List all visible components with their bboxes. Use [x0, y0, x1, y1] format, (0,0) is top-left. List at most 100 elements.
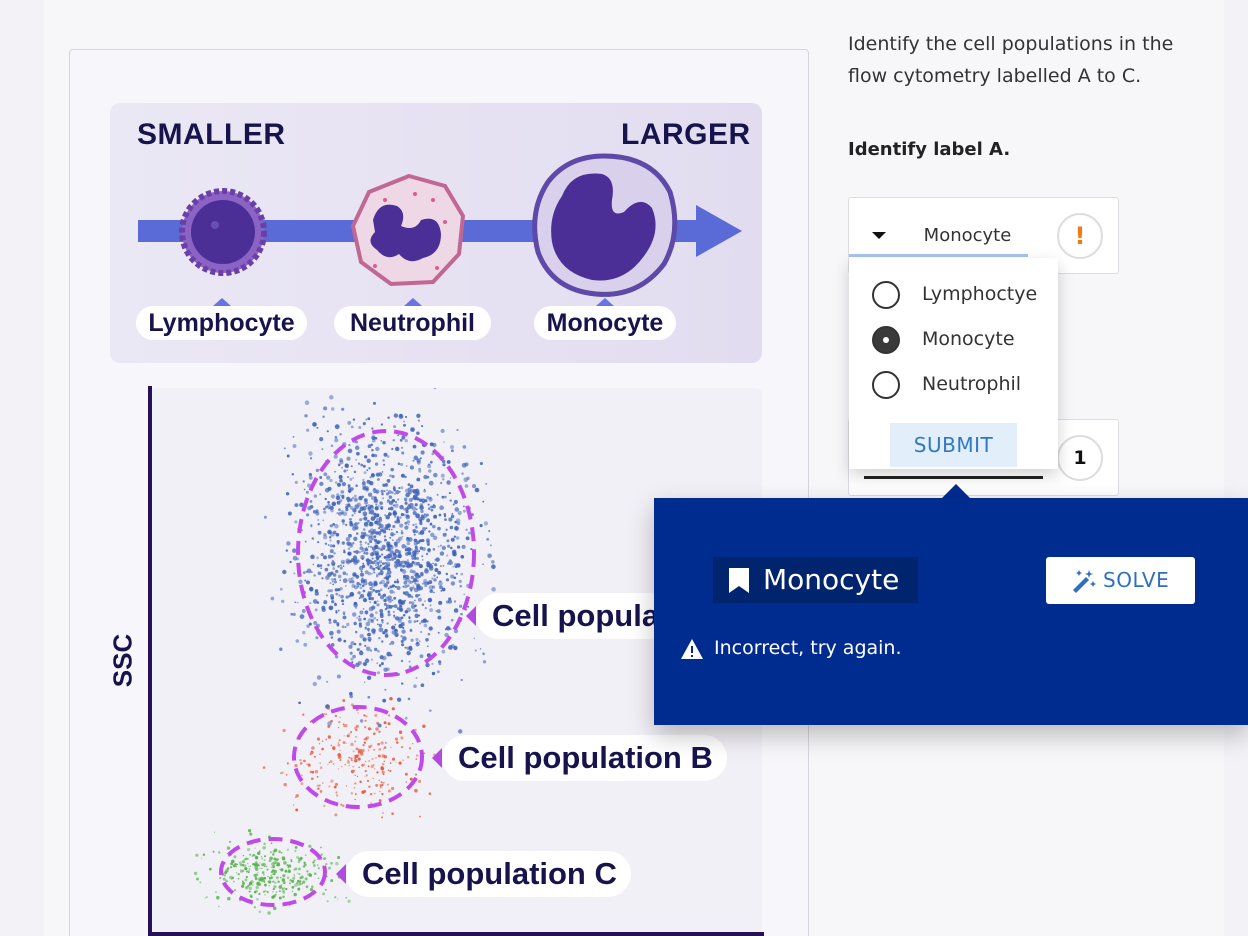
scatter-point [345, 742, 347, 744]
scatter-point [367, 765, 370, 768]
radio-button-selected[interactable] [872, 326, 900, 354]
scatter-point [454, 526, 459, 531]
scatter-point [365, 715, 368, 718]
scatter-point [440, 544, 442, 547]
scatter-point [280, 884, 283, 886]
scatter-point [230, 878, 233, 881]
scatter-point [291, 879, 295, 883]
scatter-point [428, 585, 434, 590]
caret-down-icon[interactable] [872, 232, 886, 239]
scatter-point [319, 493, 322, 496]
scatter-point [395, 554, 400, 559]
scatter-point [384, 628, 388, 633]
scatter-point [248, 868, 251, 870]
scatter-point [410, 575, 414, 580]
scatter-point [365, 547, 368, 550]
scatter-point [431, 452, 435, 456]
scatter-point [350, 730, 353, 734]
scatter-point [241, 884, 245, 888]
option-monocyte[interactable]: Monocyte [872, 325, 1052, 355]
scatter-point [429, 522, 433, 526]
scatter-point [332, 523, 336, 526]
scatter-point [327, 486, 332, 491]
scatter-point [375, 575, 379, 578]
scatter-point [425, 552, 429, 556]
scatter-point [339, 460, 344, 465]
scatter-point [485, 482, 488, 485]
scatter-point [370, 744, 373, 747]
scatter-point [374, 713, 378, 717]
scatter-point [424, 568, 429, 574]
scatter-point [335, 791, 338, 794]
scatter-point [402, 564, 405, 568]
scatter-point [329, 589, 333, 593]
scatter-point [406, 584, 410, 588]
radio-button[interactable] [872, 281, 900, 309]
scatter-point [351, 612, 357, 617]
scatter-point [365, 621, 371, 627]
scatter-point [336, 539, 340, 544]
scatter-point [376, 600, 379, 603]
option-label: Monocyte [922, 328, 1015, 350]
scatter-point [394, 446, 400, 452]
scatter-point [304, 540, 307, 543]
scatter-point [405, 781, 408, 783]
scatter-point [347, 420, 352, 425]
scatter-point [328, 605, 334, 611]
scatter-point [362, 562, 365, 565]
scatter-point [383, 583, 388, 588]
scatter-point [328, 618, 332, 622]
scatter-point [404, 525, 409, 530]
scatter-point [364, 726, 367, 729]
scatter-point [330, 494, 336, 499]
scatter-point [352, 508, 357, 513]
scatter-point [450, 581, 456, 586]
scatter-point [396, 518, 400, 522]
submit-button[interactable]: SUBMIT [890, 423, 1017, 467]
scatter-point [268, 880, 272, 884]
scatter-point [413, 620, 417, 623]
scatter-point [396, 697, 402, 702]
scatter-point [381, 770, 385, 775]
scatter-point [437, 570, 442, 575]
scatter-point [213, 831, 216, 833]
scatter-point [386, 570, 392, 575]
scatter-point [417, 597, 422, 602]
scatter-point [279, 890, 281, 892]
feedback-message: Incorrect, try again. [714, 637, 902, 659]
scatter-point [248, 886, 253, 891]
scatter-point [351, 577, 354, 580]
scatter-point [368, 509, 371, 512]
scatter-point [287, 866, 290, 869]
scatter-point [365, 646, 371, 652]
scatter-point [281, 599, 285, 604]
scatter-point [370, 658, 373, 661]
option-neutrophil[interactable]: Neutrophil [872, 370, 1052, 400]
option-lymphoctye[interactable]: Lymphoctye [872, 280, 1052, 310]
select-value[interactable]: Monocyte [923, 225, 1012, 246]
scatter-point [272, 866, 275, 869]
scatter-point [398, 560, 403, 565]
scatter-point [320, 846, 322, 849]
radio-button[interactable] [872, 371, 900, 399]
scatter-point [402, 614, 406, 617]
solve-button[interactable]: SOLVE [1046, 557, 1195, 604]
scatter-point [345, 896, 348, 899]
scatter-point [359, 593, 365, 599]
scatter-point [353, 512, 356, 515]
scatter-point [322, 782, 324, 784]
scatter-point [416, 540, 420, 545]
scatter-point [335, 609, 338, 613]
scatter-point [365, 504, 368, 507]
scatter-point [269, 856, 273, 861]
scatter-point [399, 438, 403, 442]
scatter-point [378, 730, 381, 733]
scatter-point [312, 681, 317, 687]
scatter-point [295, 794, 299, 798]
scatter-point [462, 509, 466, 513]
scatter-point [383, 452, 388, 457]
scatter-point [431, 662, 434, 665]
scatter-point [292, 436, 295, 438]
scatter-point [261, 867, 263, 870]
scatter-point [389, 585, 393, 589]
